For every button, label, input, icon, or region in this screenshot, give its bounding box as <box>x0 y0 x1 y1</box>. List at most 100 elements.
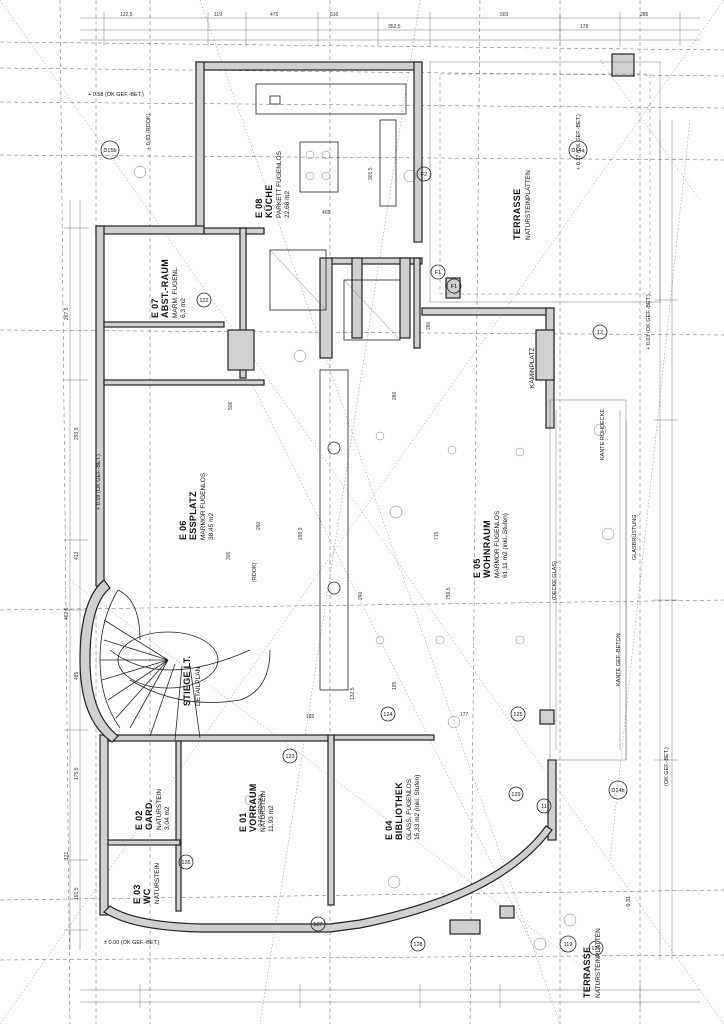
terrace-north <box>429 61 661 303</box>
building-walls <box>95 61 627 916</box>
svg-text:122,5: 122,5 <box>120 12 133 18</box>
terrace-north-label: TERRASSE NATURSTEINPLATTEN <box>512 170 532 240</box>
svg-text:503: 503 <box>500 12 509 18</box>
wall-storage-east <box>239 227 247 379</box>
svg-text:(OK GEF.-BET.): (OK GEF.-BET.) <box>664 747 670 786</box>
tag-bubble: 125 <box>510 706 526 722</box>
room-e08-name: KÜCHE <box>264 184 274 218</box>
room-e04-name: BIBLIOTHEK <box>394 782 404 840</box>
svg-text:185: 185 <box>306 714 315 720</box>
tag-bubble: F1 <box>446 278 462 294</box>
svg-text:+ 0.58 (OK GEF.-BET.): + 0.58 (OK GEF.-BET.) <box>88 92 144 98</box>
wall-kitchen-east <box>413 61 423 243</box>
tag-bubble: 123 <box>282 748 298 764</box>
svg-text:D14a: D14a <box>571 148 585 154</box>
svg-text:516: 516 <box>330 12 339 18</box>
glazing-east <box>549 399 627 761</box>
fireplace-block <box>535 329 555 381</box>
room-e08-area: 22,68 m2 <box>284 191 291 218</box>
tag-bubble: 11 <box>536 798 552 814</box>
svg-text:(DECKE GLAS): (DECKE GLAS) <box>552 561 558 600</box>
svg-text:280: 280 <box>426 321 432 330</box>
room-e01-name: VORRAUM <box>248 783 258 832</box>
service-core <box>269 249 401 341</box>
svg-text:D15b: D15b <box>103 148 116 154</box>
tag-bubble: 12 <box>592 324 608 340</box>
svg-text:285: 285 <box>640 12 649 18</box>
fireplace-label: KAMINPLATZ <box>529 348 536 388</box>
level-annotation: ± 0.00 (OK GEF.-BET.) <box>104 940 160 946</box>
dimension-chain-top <box>80 12 700 46</box>
room-e01-code: E 01 <box>238 812 248 832</box>
svg-text:11: 11 <box>541 804 547 810</box>
tag-bubble: D15b <box>100 140 120 160</box>
svg-text:KANTE ROHDECKE: KANTE ROHDECKE <box>600 409 606 460</box>
room-e02-name: GARD. <box>144 800 154 831</box>
tag-bubble: 119 <box>559 935 577 953</box>
svg-text:405: 405 <box>322 210 331 216</box>
tag-bubble: 126 <box>178 854 194 870</box>
room-e03-name: WC <box>142 888 152 904</box>
wall-wc-north <box>107 839 181 846</box>
room-e03: E 03 WC NATURSTEIN <box>132 863 161 904</box>
label-glasbruestung: GLASBRÜSTUNG <box>631 514 638 560</box>
room-e02-code: E 02 <box>134 810 144 830</box>
svg-text:175,5: 175,5 <box>74 767 80 780</box>
svg-text:301,5: 301,5 <box>368 167 374 180</box>
tag-bubble: 128 <box>410 936 426 952</box>
svg-text:GLASBRÜSTUNG: GLASBRÜSTUNG <box>631 514 638 560</box>
level-annotation: + 0.27 (OK GEF.-BET.) <box>576 114 582 170</box>
svg-text:195: 195 <box>392 681 398 690</box>
tag-bubble: F2 <box>416 166 432 182</box>
svg-text:126: 126 <box>181 860 190 866</box>
room-e07-floor: MARM. FUGENL. <box>172 266 179 318</box>
room-e02-area: 3,04 m2 <box>164 806 171 830</box>
room-e01: E 01 VORRAUM NATURSTEIN 11,93 m2 <box>238 783 275 832</box>
svg-text:506: 506 <box>228 401 234 410</box>
room-e08: E 08 KÜCHE PARKETT FUGENLOS 22,68 m2 <box>254 150 291 218</box>
terrace-north-name: TERRASSE <box>512 189 522 240</box>
room-e05: E 05 WOHNRAUM MARMOR FUGENLOS 61,11 m2 (… <box>472 510 509 578</box>
level-annotation: + 0.59 (OK GEF.-BET.) <box>96 454 102 510</box>
svg-text:123: 123 <box>285 754 294 760</box>
label-ok-bet: (OK GEF.-BET.) <box>664 747 670 786</box>
terrace-south-floor: NATURSTEINPLATTEN <box>595 928 602 998</box>
room-e08-floor: PARKETT FUGENLOS <box>276 150 283 218</box>
svg-text:125: 125 <box>513 712 522 718</box>
svg-text:F1: F1 <box>435 270 441 276</box>
svg-text:120: 120 <box>591 946 600 952</box>
svg-text:280: 280 <box>392 391 398 400</box>
level-annotation: - 0.31 <box>626 896 632 910</box>
kitchen-fixtures <box>255 83 407 207</box>
terrace-south-label: TERRASSE NATURSTEINPLATTEN <box>582 928 602 998</box>
room-e01-floor: NATURSTEIN <box>260 791 267 832</box>
room-e06: E 06 ESSPLATZ MARMOR FUGENLOS 38,45 m2 <box>178 472 215 540</box>
wall-east-upper <box>421 307 553 316</box>
tag-bubble: 122 <box>196 292 212 308</box>
room-e05-floor: MARMOR FUGENLOS <box>494 510 501 578</box>
columns <box>227 53 635 935</box>
svg-text:475: 475 <box>270 12 279 18</box>
curved-south-wall <box>103 825 553 933</box>
tag-bubble: F1 <box>430 264 446 280</box>
wall-core-east <box>413 257 421 349</box>
room-e06-floor: MARMOR FUGENLOS <box>200 472 207 540</box>
room-e02: E 02 GARD. NATURSTEIN 3,04 m2 <box>134 789 171 830</box>
room-e03-code: E 03 <box>132 884 142 904</box>
room-e05-name: WOHNRAUM <box>482 520 492 578</box>
tag-bubble: D14b <box>608 780 628 800</box>
svg-text:+ 0.03 (OK GEF.-BET.): + 0.03 (OK GEF.-BET.) <box>646 294 652 350</box>
wall-west-lower <box>99 734 109 916</box>
room-e04-code: E 04 <box>384 820 394 840</box>
dimension-chain-bottom <box>80 984 700 1008</box>
wall-cloak-east <box>175 740 182 912</box>
kitchen-counter <box>299 141 339 193</box>
tag-bubble: 127 <box>310 916 326 932</box>
label-decke-glas: (DECKE GLAS) <box>552 561 558 600</box>
room-e04: E 04 BIBLIOTHEK GLASS, FUGENLOS 15,33 m2… <box>384 775 421 840</box>
svg-text:352,5: 352,5 <box>388 24 401 30</box>
terrace-south-name: TERRASSE <box>582 947 592 998</box>
stair-note: DETAILPLAN <box>195 666 202 706</box>
level-annotation: + 0.63 (RDOK) <box>146 113 152 150</box>
room-e05-area: 61,11 m2 (inkl. Stufen) <box>502 513 509 578</box>
